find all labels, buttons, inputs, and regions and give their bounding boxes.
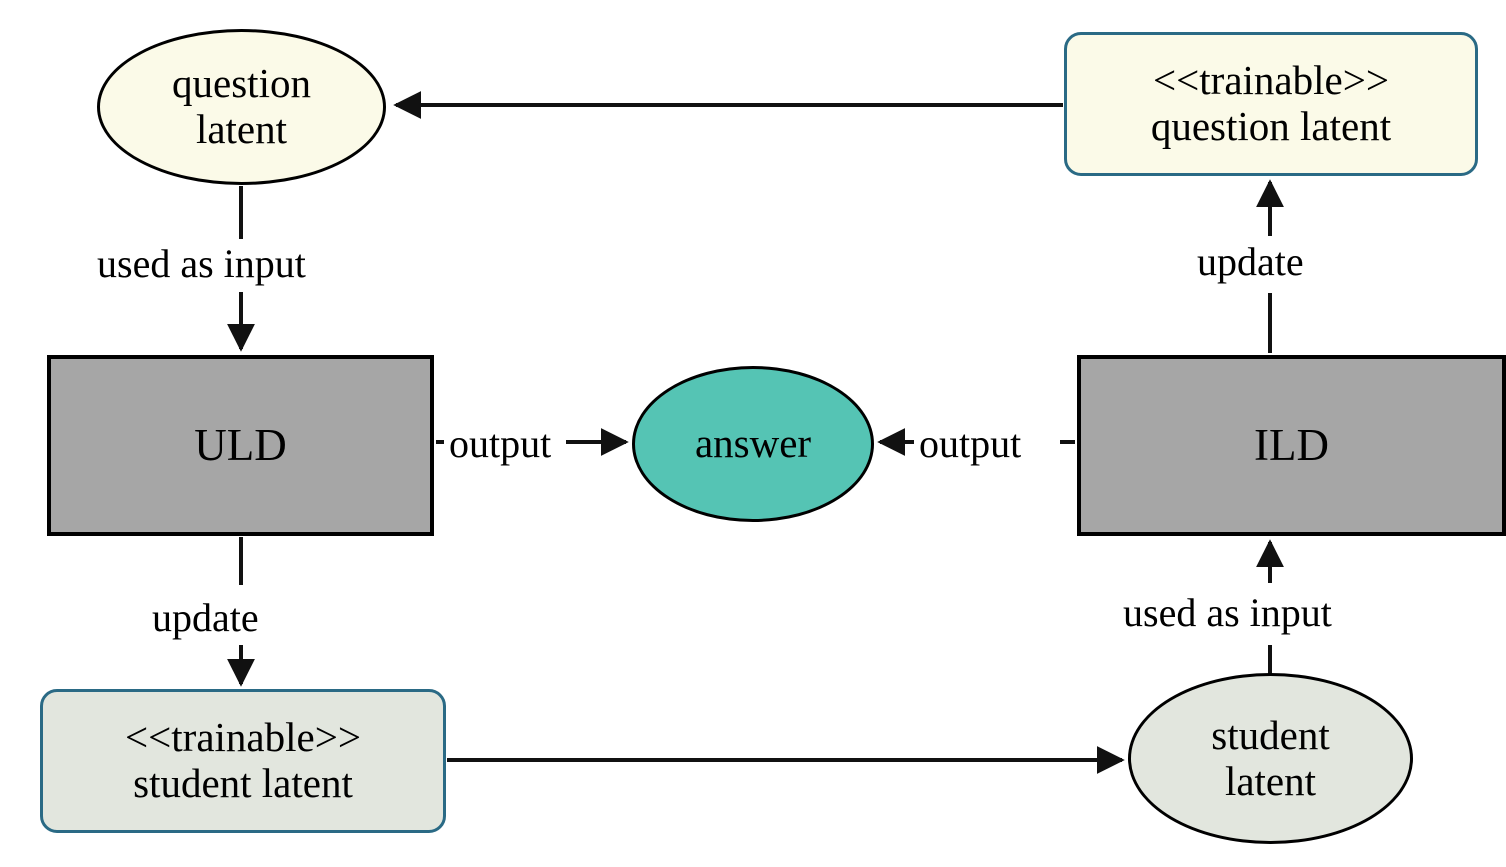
edge-label-update-left: update	[147, 594, 264, 641]
edge-label-output-left: output	[444, 420, 557, 467]
node-ild[interactable]: ILD	[1077, 355, 1506, 536]
node-trainable-question-latent-label: <<trainable>> question latent	[1150, 57, 1392, 149]
node-student-latent[interactable]: student latent	[1128, 673, 1413, 844]
node-question-latent-label: question latent	[172, 60, 311, 152]
edge-label-used-as-input-right: used as input	[1118, 589, 1337, 636]
edge-label-update-right: update	[1192, 238, 1309, 285]
node-answer[interactable]: answer	[632, 366, 874, 522]
node-question-latent[interactable]: question latent	[97, 29, 386, 185]
edge-label-output-right: output	[914, 420, 1027, 467]
node-uld[interactable]: ULD	[47, 355, 434, 536]
node-trainable-question-latent[interactable]: <<trainable>> question latent	[1064, 32, 1478, 176]
node-ild-label: ILD	[1254, 420, 1329, 471]
edge-label-used-as-input-left: used as input	[92, 240, 311, 287]
node-uld-label: ULD	[194, 420, 287, 471]
node-student-latent-label: student latent	[1211, 711, 1330, 804]
node-trainable-student-latent-label: <<trainable>> student latent	[125, 714, 361, 806]
node-trainable-student-latent[interactable]: <<trainable>> student latent	[40, 689, 446, 833]
node-answer-label: answer	[694, 420, 812, 467]
